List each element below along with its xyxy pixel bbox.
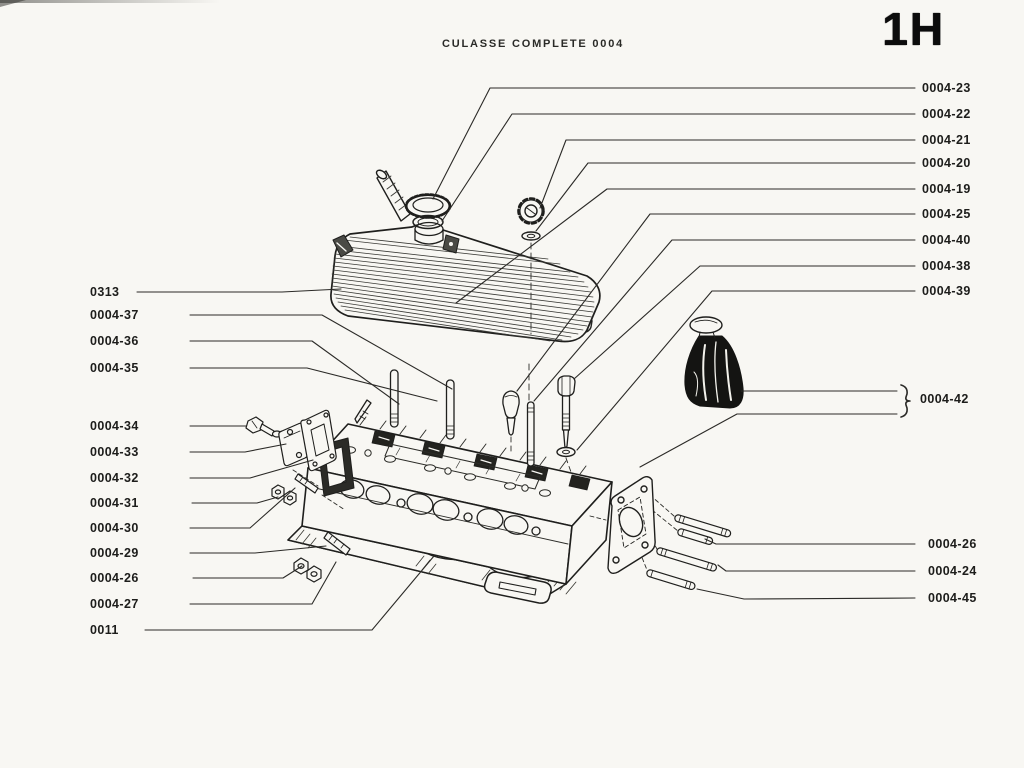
- leader-lines: [136, 87, 916, 631]
- plate-gasket: [300, 409, 337, 472]
- part-label-0004-32: 0004-32: [90, 471, 139, 485]
- leader-0004-20: [535, 162, 916, 232]
- bolt-washer: [556, 446, 576, 458]
- part-label-0004-21: 0004-21: [922, 133, 971, 147]
- part-label-0004-30: 0004-30: [90, 521, 139, 535]
- valve-cover: [330, 221, 601, 343]
- cap-nut: [517, 197, 545, 225]
- manifold-pad: [317, 437, 355, 497]
- part-label-0004-35: 0004-35: [90, 361, 139, 375]
- leader-0004-33: [189, 443, 287, 453]
- part-label-0004-40: 0004-40: [922, 233, 971, 247]
- part-label-0004-20: 0004-20: [922, 156, 971, 170]
- part-label-0004-22: 0004-22: [922, 107, 971, 121]
- leader-0004-40: [533, 239, 916, 402]
- leader-0004-30: [189, 487, 296, 529]
- leader-0004-29: [189, 545, 327, 554]
- leader-0011: [144, 555, 435, 631]
- leader-0004-19: [455, 188, 916, 304]
- head-foot: [483, 571, 552, 604]
- leader-0004-23: [432, 87, 916, 200]
- scan-edge-artifact: [0, 0, 220, 3]
- scan-corner-artifact: [0, 0, 26, 7]
- leader-0313: [136, 288, 342, 293]
- long-stud: [323, 531, 351, 556]
- leader-0004-32: [189, 459, 314, 479]
- short-stud: [294, 473, 319, 494]
- cover-bracket-left: [332, 234, 354, 258]
- leader-0004-27: [189, 561, 337, 605]
- leader-0004-38: [573, 265, 916, 380]
- part-label-0004-38: 0004-38: [922, 259, 971, 273]
- oil-filler-cap: [404, 193, 452, 230]
- dome-plug-bolt: [502, 390, 520, 436]
- leader-0004-26-right: [704, 538, 916, 545]
- insulator-sock: [684, 316, 744, 409]
- part-label-0004-31: 0004-31: [90, 496, 139, 510]
- leader-0004-35: [189, 367, 438, 402]
- small-nuts: [271, 484, 297, 506]
- side-plate-studs: [646, 514, 732, 591]
- leader-0004-31: [191, 496, 279, 504]
- part-label-0004-33: 0004-33: [90, 445, 139, 459]
- part-label-0004-25: 0004-25: [922, 207, 971, 221]
- page-title: CULASSE COMPLETE 0004: [441, 38, 625, 50]
- leader-0004-21: [539, 139, 916, 209]
- part-label-0004-42: 0004-42: [920, 392, 969, 406]
- leader-0004-25: [516, 213, 916, 392]
- part-label-0004-39: 0004-39: [922, 284, 971, 298]
- part-label-0004-19: 0004-19: [922, 182, 971, 196]
- part-label-0004-45: 0004-45: [928, 591, 977, 605]
- rocker-pedestals: [371, 430, 591, 491]
- part-label-0004-36: 0004-36: [90, 334, 139, 348]
- part-label-0004-37: 0004-37: [90, 308, 139, 322]
- part-label-0004-27: 0004-27: [90, 597, 139, 611]
- page-code: 1H: [882, 3, 945, 55]
- cap-nut-washer: [521, 231, 541, 241]
- head-studs: [354, 369, 576, 467]
- stud-nuts: [293, 557, 322, 583]
- cap-seal-ring: [412, 214, 444, 230]
- part-label-0313: 0313: [90, 285, 120, 299]
- part-label-0004-24: 0004-24: [928, 564, 977, 578]
- leader-0004-22: [441, 113, 916, 222]
- part-label-0004-34: 0004-34: [90, 419, 139, 433]
- part-label-0011: 0011: [90, 623, 119, 637]
- long-bolt: [557, 375, 576, 449]
- breather-tube: [375, 169, 411, 222]
- leader-0004-39: [576, 290, 916, 451]
- part-label-0004-29: 0004-29: [90, 546, 139, 560]
- cylinder-head: [287, 416, 613, 604]
- leader-0004-36: [189, 340, 400, 405]
- side-plate: [607, 476, 656, 575]
- small-bolt: [245, 416, 283, 438]
- part-label-0004-23: 0004-23: [922, 81, 971, 95]
- leader-0004-26-left: [192, 565, 303, 579]
- leader-0004-37: [189, 314, 453, 390]
- part-label-0004-26-left: 0004-26: [90, 571, 139, 585]
- leader-0004-42-b: [639, 413, 898, 468]
- leader-0004-45: [696, 588, 916, 600]
- brace-0004-42: [900, 384, 911, 418]
- leader-0004-24: [717, 564, 916, 572]
- left-small-parts: [245, 409, 351, 583]
- part-label-0004-26-right: 0004-26: [928, 537, 977, 551]
